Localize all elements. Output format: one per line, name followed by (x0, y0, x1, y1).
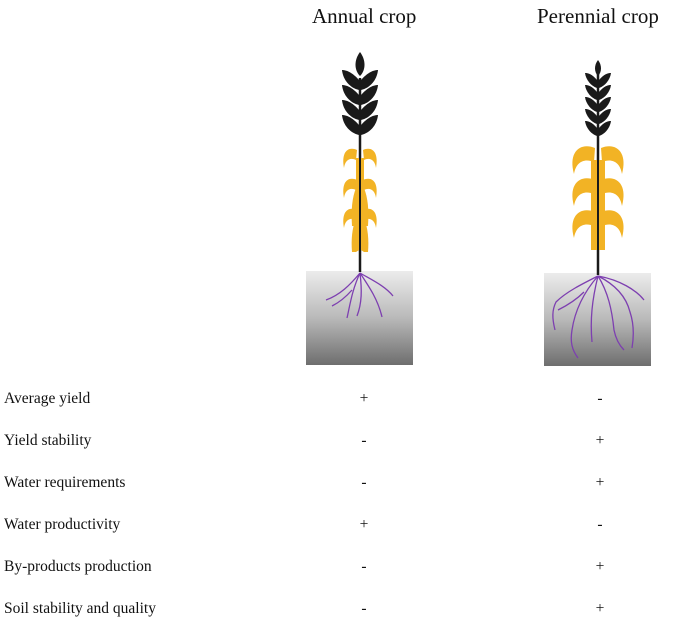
annual-rating: - (361, 474, 367, 491)
row-label: By-products production (4, 558, 152, 575)
perennial-rating: + (595, 600, 605, 617)
plant-illustrations (306, 52, 651, 366)
annual-rating: - (361, 558, 367, 575)
table-row: Soil stability and quality - + (4, 600, 664, 624)
row-label: Water productivity (4, 516, 121, 533)
row-label: Water requirements (4, 474, 126, 491)
annual-rating: + (359, 390, 369, 407)
annual-soil-block (306, 271, 413, 365)
perennial-crop-header: Perennial crop (537, 4, 659, 28)
row-label: Yield stability (4, 432, 92, 449)
table-row: Water productivity + - (4, 516, 664, 540)
row-label: Soil stability and quality (4, 600, 156, 617)
annual-rating: - (361, 600, 367, 617)
perennial-rating: + (595, 474, 605, 491)
annual-roots (325, 272, 394, 319)
perennial-rating: + (595, 558, 605, 575)
annual-rating: + (359, 516, 369, 533)
perennial-rating: + (595, 432, 605, 449)
table-row: Water requirements - + (4, 474, 664, 498)
perennial-leaves (572, 146, 624, 250)
perennial-plant (544, 60, 651, 366)
perennial-soil-block (544, 273, 651, 366)
perennial-rating: - (597, 390, 603, 407)
table-row: Average yield + - (4, 390, 664, 414)
annual-rating: - (361, 432, 367, 449)
row-label: Average yield (4, 390, 91, 407)
table-row: Yield stability - + (4, 432, 664, 456)
perennial-roots (552, 275, 645, 359)
annual-crop-header: Annual crop (312, 4, 417, 28)
perennial-grain-head (585, 60, 611, 136)
table-row: By-products production - + (4, 558, 664, 582)
annual-leaves (343, 148, 377, 252)
annual-grain-head (342, 52, 378, 135)
annual-plant (306, 52, 413, 365)
perennial-rating: - (597, 516, 603, 533)
